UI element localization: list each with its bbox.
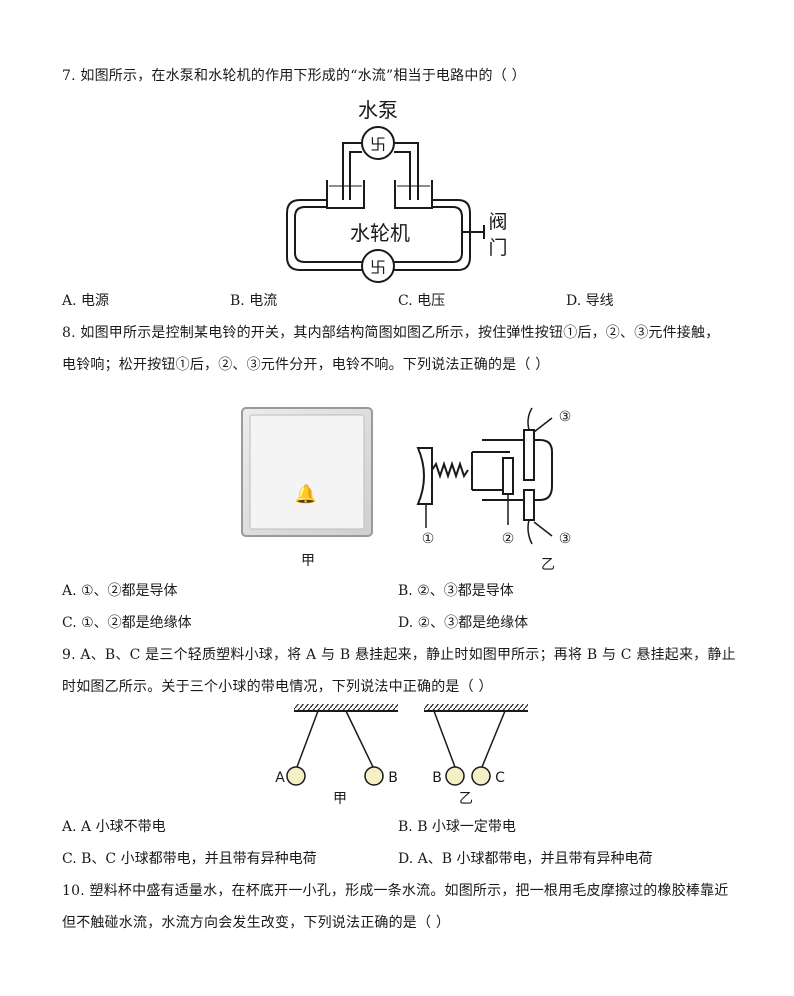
bell-icon: 🔔 [295, 484, 317, 505]
ball-c [471, 766, 491, 786]
pump-fan-icon: 卐 [370, 135, 386, 154]
ball-b-label-jia: B [388, 770, 398, 786]
right-tank [394, 180, 433, 209]
q8-doorbell-switch-figure: 🔔 甲 ③ ① ② ③ 乙 [241, 407, 572, 573]
q7-option-a: A. 电源 [62, 293, 110, 309]
q8-stem-2: 电铃响；松开按钮①后，②、③元件分开，电铃不响。下列说法正确的是（ ） [62, 357, 550, 373]
label-2: ② [502, 531, 515, 547]
turbine-fan-icon: 卐 [370, 258, 386, 277]
q9-option-b: B. B 小球一定带电 [398, 819, 516, 835]
button-cap [416, 447, 433, 505]
q8-option-b: B. ②、③都是导体 [398, 583, 514, 599]
valve-label-1: 阀 [488, 211, 507, 233]
q7-option-d: D. 导线 [566, 293, 614, 309]
q9-stem-1: 9. A、B、C 是三个轻质塑料小球，将 A 与 B 悬挂起来，静止时如图甲所示… [62, 647, 736, 663]
left-tank [326, 180, 365, 209]
ceiling-jia [294, 704, 398, 711]
ceiling-yi [424, 704, 528, 711]
ball-b-jia [364, 766, 384, 786]
q7-stem: 7. 如图所示，在水泵和水轮机的作用下形成的“水流”相当于电路中的（ ） [62, 68, 526, 84]
q9-option-a: A. A 小球不带电 [62, 819, 166, 835]
fig-yi-label: 乙 [541, 557, 555, 573]
q9-option-c: C. B、C 小球都带电，并且带有异种电荷 [62, 851, 317, 867]
q9-charged-balls-figure: A B 甲 B C 乙 [275, 704, 528, 807]
ball-b-label-yi: B [432, 770, 442, 786]
q8-option-a: A. ①、②都是导体 [62, 583, 178, 599]
label-1: ① [422, 531, 435, 547]
q7-pump-turbine-diagram: 水泵 卐 卐 水轮机 阀 门 [286, 98, 508, 283]
fig-jia-label: 甲 [301, 553, 315, 569]
q8-option-d: D. ②、③都是绝缘体 [398, 615, 529, 631]
q10-stem-1: 10. 塑料杯中盛有适量水，在杯底开一小孔，形成一条水流。如图所示，把一根用毛皮… [62, 883, 729, 899]
turbine-icon [361, 249, 395, 283]
label-3-bottom: ③ [559, 531, 572, 547]
q7-option-c: C. 电压 [398, 293, 446, 309]
ball-a [286, 766, 306, 786]
label-3-top: ③ [559, 409, 572, 425]
fig-yi-label-q9: 乙 [459, 791, 473, 807]
spring-icon [431, 460, 469, 480]
turbine-label: 水轮机 [350, 221, 410, 245]
valve-label-2: 门 [488, 237, 507, 259]
ball-b-yi [445, 766, 465, 786]
q10-stem-2: 但不触碰水流，水流方向会发生改变，下列说法正确的是（ ） [62, 915, 451, 931]
q9-option-d: D. A、B 小球都带电，并且带有异种电荷 [398, 851, 653, 867]
fig-jia-label-q9: 甲 [333, 791, 347, 807]
q8-option-c: C. ①、②都是绝缘体 [62, 615, 192, 631]
pump-label: 水泵 [358, 98, 398, 122]
q7-option-b: B. 电流 [230, 293, 278, 309]
ball-c-label: C [495, 770, 505, 786]
q8-stem-1: 8. 如图甲所示是控制某电铃的开关，其内部结构简图如图乙所示，按住弹性按钮①后，… [62, 325, 720, 341]
ball-a-label: A [275, 770, 285, 786]
q9-stem-2: 时如图乙所示。关于三个小球的带电情况，下列说法中正确的是（ ） [62, 679, 493, 695]
